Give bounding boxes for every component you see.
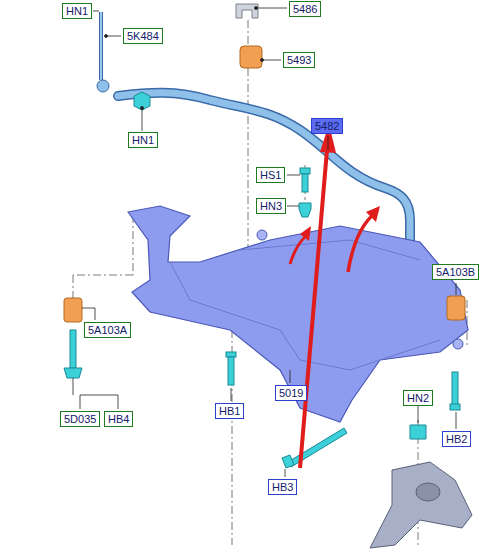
callout-box: HN3 <box>256 198 286 214</box>
callout-number: HB3 <box>272 481 293 493</box>
callout-box: HS1 <box>256 167 285 183</box>
callout-box: 5D035 <box>60 411 100 427</box>
callout-box: HN2 <box>403 390 433 406</box>
callout-number: HN1 <box>66 5 88 17</box>
callout-number: 5486 <box>293 3 317 15</box>
callout-number: 5A103A <box>88 324 127 336</box>
callout-number: HN2 <box>407 392 429 404</box>
callout-box: 5K484 <box>123 28 163 44</box>
callout-box: HB4 <box>104 411 133 427</box>
callout-box: 5486 <box>289 1 321 17</box>
callout-number: HB4 <box>108 413 129 425</box>
callout-number: 5493 <box>287 54 311 66</box>
callout-box: 5A103B <box>432 264 479 280</box>
callout-box: HB3 <box>268 479 297 495</box>
callout-box: 5493 <box>283 52 315 68</box>
callout-box: 5019 <box>275 385 307 401</box>
callout-number: 5019 <box>279 387 303 399</box>
callout-number: HS1 <box>260 169 281 181</box>
callout-box: 5482 <box>311 118 343 134</box>
callout-number: 5D035 <box>64 413 96 425</box>
callout-number: HN3 <box>260 200 282 212</box>
callout-number: HB1 <box>219 405 240 417</box>
callout-box: HB1 <box>215 403 244 419</box>
callout-number: 5A103B <box>436 266 475 278</box>
callout-number: HN1 <box>132 134 154 146</box>
callout-box: HN1 <box>62 3 92 19</box>
callout-number: 5482 <box>315 120 339 132</box>
callout-box: 5A103A <box>84 322 131 338</box>
callout-box: HB2 <box>442 431 471 447</box>
callout-number: 5K484 <box>127 30 159 42</box>
callout-box: HN1 <box>128 132 158 148</box>
callout-number: HB2 <box>446 433 467 445</box>
